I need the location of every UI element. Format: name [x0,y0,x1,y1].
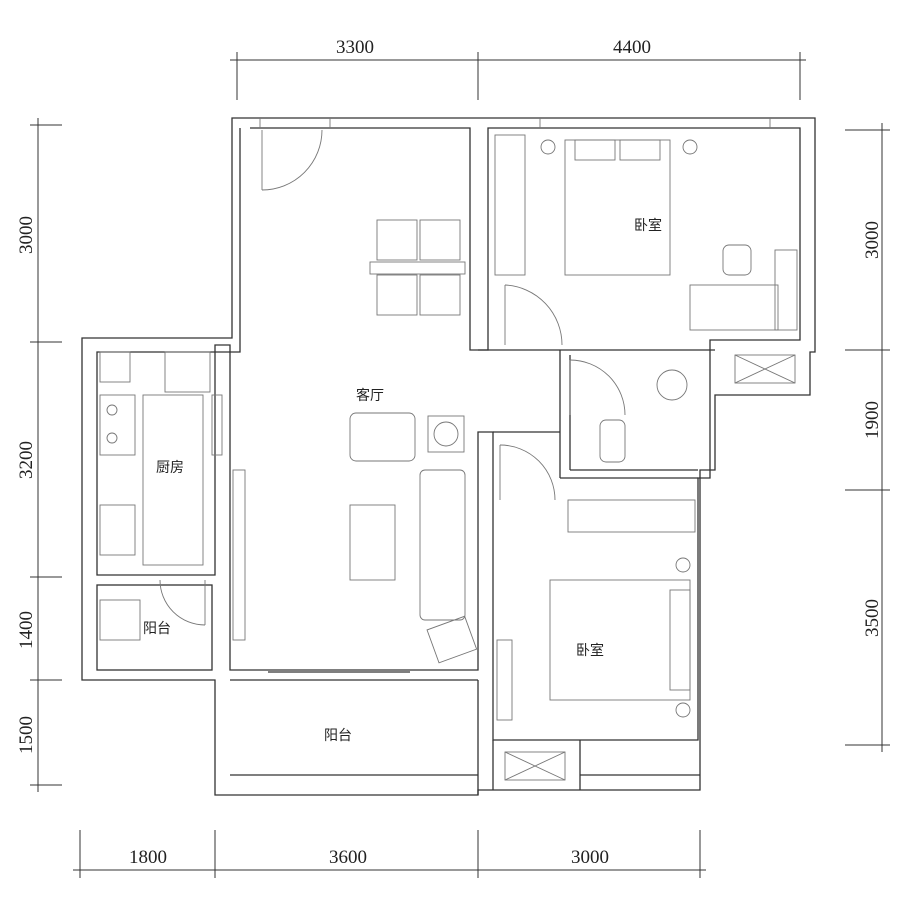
dim-bottom-2: 3600 [329,847,367,868]
dimension-lines [30,52,890,878]
room-label-balcony-small: 阳台 [143,621,171,637]
dim-bottom-1: 1800 [129,847,167,868]
dim-top-2: 4400 [613,37,651,58]
dim-left-3: 1400 [16,611,37,649]
dim-bottom-3: 3000 [571,847,609,868]
doors [159,129,626,626]
room-label-balcony-main: 阳台 [324,728,352,744]
dim-top-1: 3300 [336,37,374,58]
dim-left-1: 3000 [16,216,37,254]
dim-right-1: 3000 [862,221,883,259]
dim-left-4: 1500 [16,716,37,754]
room-label-bedroom-bottom: 卧室 [576,642,604,659]
furniture [99,134,798,721]
room-label-living-room: 客厅 [356,387,384,404]
dim-left-2: 3200 [16,441,37,479]
dim-right-3: 3500 [862,599,883,637]
windows [259,118,796,781]
room-label-bedroom-top: 卧室 [634,217,662,234]
dim-right-2: 1900 [862,401,883,439]
room-label-kitchen: 厨房 [156,460,184,476]
